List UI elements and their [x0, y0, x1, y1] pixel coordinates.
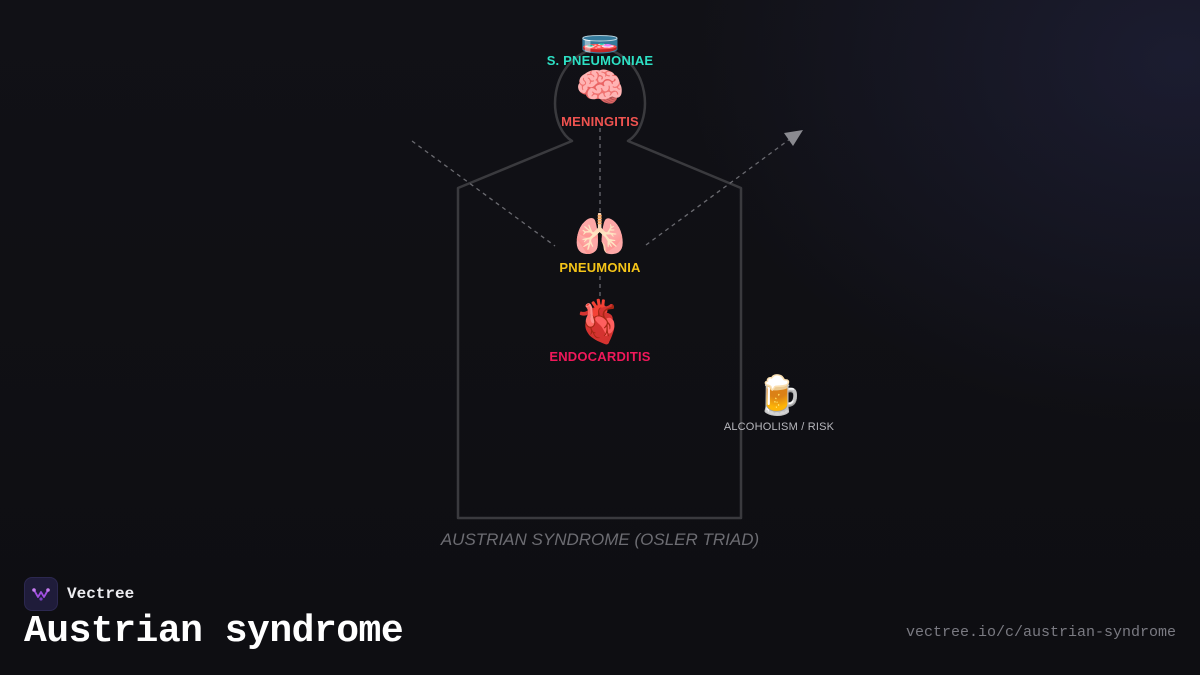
- brand: Vectree: [24, 577, 134, 611]
- diagram-caption: AUSTRIAN SYNDROME (OSLER TRIAD): [440, 530, 760, 549]
- brain-icon: 🧠: [575, 66, 625, 110]
- node-risk: 🍺 ALCOHOLISM / RISK: [724, 377, 834, 433]
- body-silhouette: [456, 45, 743, 520]
- heart-icon: 🫀: [573, 298, 627, 345]
- arrowhead-right: [784, 130, 803, 146]
- node-pneumonia: 🫁 PNEUMONIA: [559, 211, 641, 276]
- petri-dish-icon: 🧫: [580, 18, 620, 54]
- source-url: vectree.io/c/austrian-syndrome: [905, 624, 1176, 641]
- connector-left-diagonal: [411, 140, 556, 247]
- meningitis-label: MENINGITIS: [561, 114, 639, 129]
- brand-name: Vectree: [67, 585, 135, 603]
- pathogen-label: S. PNEUMONIAE: [546, 53, 654, 68]
- pneumonia-label: PNEUMONIA: [559, 260, 641, 275]
- lungs-icon: 🫁: [573, 211, 627, 258]
- beer-mug-icon: 🍺: [755, 375, 803, 417]
- node-endocarditis: 🫀 ENDOCARDITIS: [549, 298, 651, 365]
- node-meningitis: 🧠 MENINGITIS: [561, 68, 639, 129]
- vectree-logo-icon: [24, 577, 58, 611]
- connector-right-diagonal: [645, 138, 791, 246]
- node-pathogen: 🧫 S. PNEUMONIAE: [547, 20, 654, 68]
- endocarditis-label: ENDOCARDITIS: [549, 349, 651, 364]
- page-title: Austrian syndrome: [24, 610, 404, 653]
- risk-label: ALCOHOLISM / RISK: [723, 421, 835, 433]
